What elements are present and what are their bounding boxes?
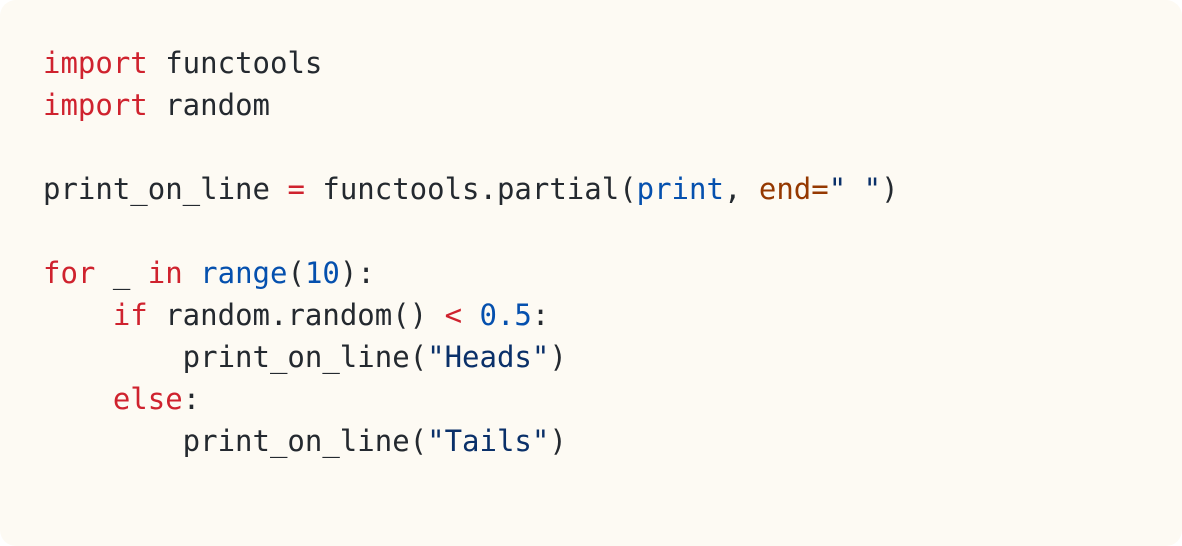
code-line: import functools: [43, 42, 899, 84]
code-token-plain: ):: [339, 256, 375, 290]
code-token-plain: functools.partial(: [304, 172, 637, 206]
code-token-str: "Heads": [427, 340, 550, 374]
code-token-plain: random: [147, 88, 270, 122]
code-line: ​: [43, 126, 899, 168]
code-token-plain: (: [287, 256, 305, 290]
code-line: import random: [43, 84, 899, 126]
code-token-param: =: [811, 172, 829, 206]
code-token-kw: for: [43, 256, 96, 290]
code-token-plain: ,: [723, 172, 759, 206]
code-token-plain: print_on_line: [43, 172, 288, 206]
code-token-plain: _: [95, 256, 148, 290]
code-line: print_on_line("Heads"): [43, 336, 899, 378]
code-token-op: <: [444, 298, 463, 332]
code-line: print_on_line = functools.partial(print,…: [43, 168, 899, 210]
code-token-plain: random.random(): [147, 298, 445, 332]
code-token-kw: if: [112, 298, 148, 332]
code-token-kw: import: [43, 46, 148, 80]
code-line: ​: [43, 210, 899, 252]
code-token-kw: else: [112, 382, 183, 416]
code-token-plain: :: [531, 298, 550, 332]
code-token-plain: print_on_line(: [43, 424, 428, 458]
code-token-plain: [183, 256, 200, 290]
code-token-plain: ): [549, 424, 567, 458]
code-line: print_on_line("Tails"): [43, 420, 899, 462]
code-token-plain: [43, 298, 113, 332]
code-token-plain: ): [549, 340, 567, 374]
code-line: else:: [43, 378, 899, 420]
code-token-plain: ): [881, 172, 899, 206]
code-line: if random.random() < 0.5:: [43, 294, 899, 336]
code-token-op: =: [287, 172, 305, 206]
code-token-plain: [462, 298, 479, 332]
code-token-plain: print_on_line(: [43, 340, 428, 374]
code-token-str: "Tails": [427, 424, 550, 458]
code-token-bi: range: [200, 256, 288, 290]
code-token-num: 10: [304, 256, 340, 290]
code-token-str: " ": [828, 172, 882, 206]
code-token-plain: :: [182, 382, 201, 416]
code-token-param: end: [758, 172, 812, 206]
code-token-kw: in: [147, 256, 183, 290]
code-token-kw: import: [43, 88, 148, 122]
code-line: for _ in range(10):: [43, 252, 899, 294]
code-token-plain: functools: [147, 46, 323, 80]
code-token-bi: print: [636, 172, 724, 206]
code-token-plain: [43, 382, 113, 416]
code-token-num: 0.5: [479, 298, 532, 332]
